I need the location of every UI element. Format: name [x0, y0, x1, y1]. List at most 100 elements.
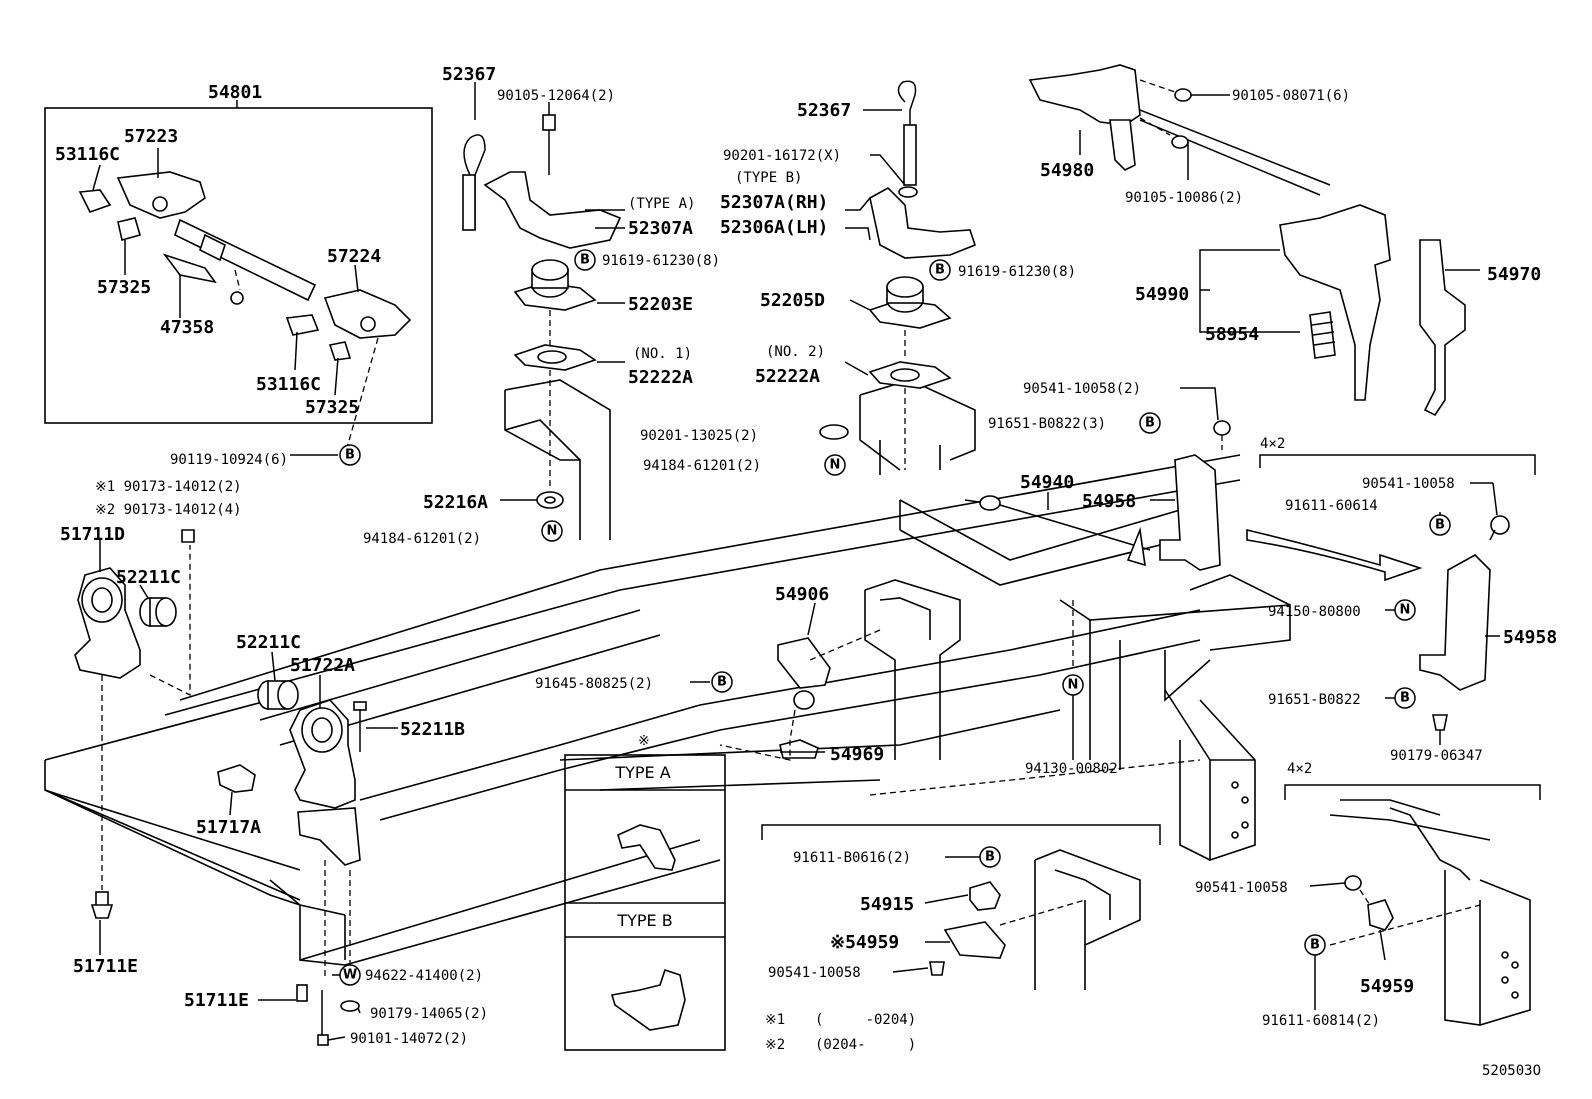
- label-94184-61201: 94184-61201(2): [363, 531, 481, 547]
- label-type-b-tag: (TYPE B): [735, 170, 802, 186]
- symbol-n-marker: N: [1062, 674, 1084, 696]
- label-note2-mark: ※2: [765, 1037, 785, 1053]
- symbol-b-marker: B: [1394, 687, 1416, 709]
- type-box: [564, 754, 726, 1051]
- label-52307a-rh: 52307A(RH): [720, 192, 828, 213]
- label-52307a: 52307A: [628, 218, 693, 239]
- label-57325: 57325: [305, 397, 359, 418]
- label-90119-10924: 90119-10924(6): [170, 452, 288, 468]
- label-52211b: 52211B: [400, 719, 465, 740]
- label-54915: 54915: [860, 894, 914, 915]
- label-type-a-tag: (TYPE A): [628, 196, 695, 212]
- label-54990: 54990: [1135, 284, 1189, 305]
- symbol-markers: B W B N B N B B N B N B B B: [339, 249, 1451, 986]
- svg-text:B: B: [935, 263, 945, 278]
- label-note1-mark: ※1: [765, 1012, 785, 1028]
- symbol-b-marker: B: [1304, 934, 1326, 956]
- svg-text:B: B: [580, 253, 590, 268]
- label-53116c: 53116C: [256, 374, 321, 395]
- label-90541-10058: 90541-10058: [1362, 476, 1455, 492]
- label-91645-80825: 91645-80825(2): [535, 676, 653, 692]
- label-4x2: 4×2: [1260, 436, 1285, 452]
- label-90201-16172: 90201-16172(X): [723, 148, 841, 164]
- label-no2: (NO. 2): [766, 344, 825, 360]
- symbol-b-marker: B: [1429, 514, 1451, 536]
- label-51717a: 51717A: [196, 817, 261, 838]
- label-no1: (NO. 1): [633, 346, 692, 362]
- svg-text:B: B: [1145, 416, 1155, 431]
- label-type-a: TYPE A: [614, 763, 670, 782]
- svg-text:W: W: [343, 968, 357, 983]
- label-52222a: 52222A: [755, 366, 820, 387]
- label-90179-14065: 90179-14065(2): [370, 1006, 488, 1022]
- label-90105-12064: 90105-12064(2): [497, 88, 615, 104]
- label-54940: 54940: [1020, 472, 1074, 493]
- symbol-b-marker: B: [1139, 412, 1161, 434]
- label-4x2: 4×2: [1287, 761, 1312, 777]
- label-54959-star: ※54959: [830, 932, 899, 953]
- label-51711e: 51711E: [184, 990, 249, 1011]
- right-bracket-parts: [719, 64, 1466, 761]
- label-90105-10086: 90105-10086(2): [1125, 190, 1243, 206]
- assembly-54801-box: [44, 100, 433, 456]
- label-57224: 57224: [327, 246, 381, 267]
- label-94622-41400: 94622-41400(2): [365, 968, 483, 984]
- symbol-n-marker: N: [824, 454, 846, 476]
- label-54980: 54980: [1040, 160, 1094, 181]
- detail-4x2-bottom: [1284, 784, 1541, 1026]
- label-54958: 54958: [1503, 627, 1557, 648]
- label-57325: 57325: [97, 277, 151, 298]
- label-90541-10058: 90541-10058: [768, 965, 861, 981]
- symbol-b-marker: B: [929, 259, 951, 281]
- label-53116c: 53116C: [55, 144, 120, 165]
- symbol-n-marker: N: [1394, 599, 1416, 621]
- label-note2-range: (0204- ): [815, 1037, 916, 1053]
- svg-text:N: N: [547, 524, 558, 539]
- label-51722a: 51722A: [290, 655, 355, 676]
- svg-text:B: B: [1310, 938, 1320, 953]
- symbol-w-marker: W: [339, 964, 361, 986]
- symbol-b-marker: B: [711, 671, 733, 693]
- diagram-id: 520503O: [1482, 1063, 1541, 1079]
- leader-lines: [92, 82, 1500, 1041]
- label-91619-61230: 91619-61230(8): [958, 264, 1076, 280]
- label-note1-range: ( -0204): [815, 1012, 916, 1028]
- label-note2-90173: ※2 90173-14012(4): [95, 502, 242, 518]
- svg-text:N: N: [830, 458, 841, 473]
- label-52211c: 52211C: [236, 632, 301, 653]
- label-52367: 52367: [442, 64, 496, 85]
- label-91611-60614: 91611-60614: [1285, 498, 1378, 514]
- label-57223: 57223: [124, 126, 178, 147]
- label-52306a-lh: 52306A(LH): [720, 217, 828, 238]
- label-star: ※: [638, 733, 650, 749]
- symbol-n-marker: N: [541, 520, 563, 542]
- label-52205d: 52205D: [760, 290, 825, 311]
- label-54906: 54906: [775, 584, 829, 605]
- label-94150-80800: 94150-80800: [1268, 604, 1361, 620]
- label-47358: 47358: [160, 317, 214, 338]
- detail-4x2-top: [1246, 454, 1536, 731]
- svg-text:B: B: [1400, 691, 1410, 706]
- label-51711e: 51711E: [73, 956, 138, 977]
- label-52222a: 52222A: [628, 367, 693, 388]
- symbol-b-marker: B: [574, 249, 596, 271]
- label-54958: 54958: [1082, 491, 1136, 512]
- label-51711d: 51711D: [60, 524, 125, 545]
- detail-bottom-middle: [761, 824, 1161, 990]
- label-91611-60814: 91611-60814(2): [1262, 1013, 1380, 1029]
- label-91619-61230: 91619-61230(8): [602, 253, 720, 269]
- label-91611-b0616: 91611-B0616(2): [793, 850, 911, 866]
- label-52367: 52367: [797, 100, 851, 121]
- label-90101-14072: 90101-14072(2): [350, 1031, 468, 1047]
- symbol-b-marker: B: [339, 444, 361, 466]
- label-type-b: TYPE B: [616, 911, 672, 930]
- label-54801: 54801: [208, 82, 262, 103]
- svg-text:N: N: [1068, 678, 1079, 693]
- svg-text:N: N: [1400, 603, 1411, 618]
- label-90179-06347: 90179-06347: [1390, 748, 1483, 764]
- label-note1-90173: ※1 90173-14012(2): [95, 479, 242, 495]
- label-54959: 54959: [1360, 976, 1414, 997]
- label-54970: 54970: [1487, 264, 1541, 285]
- svg-text:B: B: [985, 850, 995, 865]
